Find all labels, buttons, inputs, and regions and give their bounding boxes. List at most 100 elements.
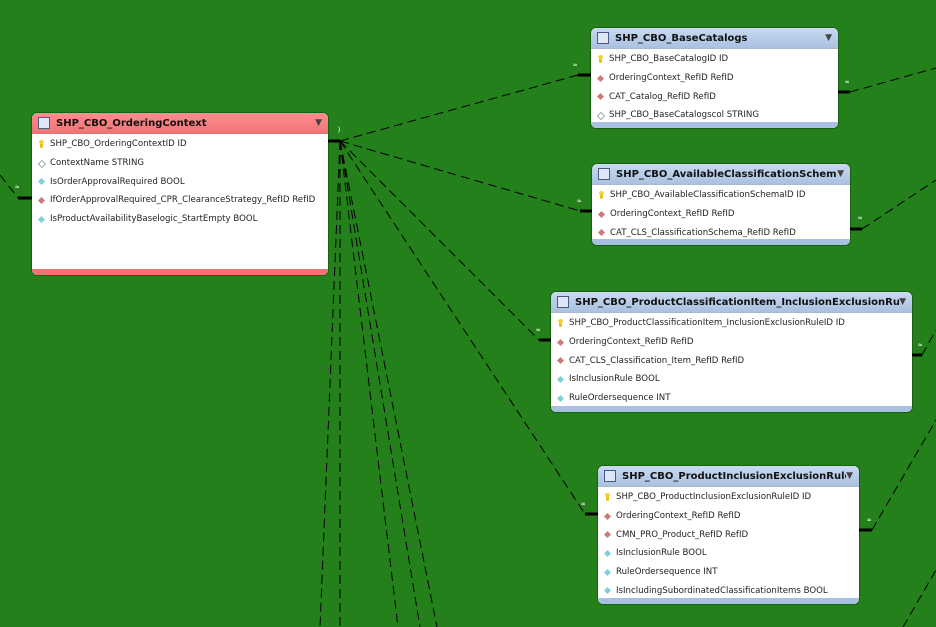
column-diamond-icon (556, 375, 565, 384)
table-product-inclusion-exclusion-rules[interactable]: SHP_CBO_ProductInclusionExclusionRules ▼… (598, 466, 859, 604)
column-row[interactable]: IsInclusionRule BOOL (551, 370, 912, 389)
column-row[interactable]: CAT_CLS_ClassificationSchema_RefID RefID (592, 223, 850, 242)
primary-key-icon (596, 54, 605, 64)
cardinality-mark: ≈ (845, 78, 850, 86)
foreign-key-icon (603, 512, 612, 521)
column-row[interactable]: RuleOrdersequence INT (598, 563, 859, 582)
column-diamond-icon (37, 159, 46, 168)
table-footer (598, 598, 859, 604)
foreign-key-icon (37, 196, 46, 205)
table-title: SHP_CBO_BaseCatalogs (615, 32, 748, 44)
cardinality-mark: ≈ (918, 341, 923, 349)
column-label: RuleOrdersequence INT (616, 567, 718, 578)
column-diamond-icon (603, 586, 612, 595)
table-icon (557, 296, 569, 308)
column-row[interactable]: CAT_Catalog_RefID RefID (591, 87, 838, 106)
foreign-key-icon (597, 210, 606, 219)
column-row[interactable]: OrderingContext_RefID RefID (551, 333, 912, 352)
link-down-5 (339, 140, 438, 627)
column-list: SHP_CBO_BaseCatalogID ID OrderingContext… (591, 49, 838, 125)
column-row[interactable]: OrderingContext_RefID RefID (592, 205, 850, 224)
column-label: OrderingContext_RefID RefID (610, 209, 735, 220)
column-label: SHP_CBO_BaseCatalogID ID (609, 54, 729, 65)
link-right-4 (871, 419, 936, 531)
table-title: SHP_CBO_ProductClassificationItem_Inclus… (575, 296, 900, 308)
collapse-caret-icon[interactable]: ▼ (899, 297, 906, 307)
column-row[interactable]: IsInclusionRule BOOL (598, 544, 859, 563)
cardinality-mark: ≈ (536, 326, 541, 334)
column-row[interactable]: ContextName STRING (32, 154, 328, 173)
foreign-key-icon (596, 74, 605, 83)
link-left-in (0, 174, 19, 199)
table-header[interactable]: SHP_CBO_OrderingContext ▼ (32, 113, 328, 134)
link-down-3 (339, 140, 399, 627)
table-footer (32, 269, 328, 275)
column-label: RuleOrdersequence INT (569, 393, 671, 404)
table-header[interactable]: SHP_CBO_BaseCatalogs ▼ (591, 28, 838, 49)
column-label: CAT_CLS_ClassificationSchema_RefID RefID (610, 227, 796, 238)
column-row[interactable]: SHP_CBO_ProductClassificationItem_Inclus… (551, 314, 912, 333)
column-row[interactable]: IfOrderApprovalRequired_CPR_ClearanceStr… (32, 191, 328, 210)
column-label: OrderingContext_RefID RefID (609, 73, 734, 84)
link-down-4 (339, 140, 421, 627)
column-row[interactable]: SHP_CBO_BaseCatalogscol STRING (591, 106, 838, 125)
foreign-key-icon (556, 338, 565, 347)
table-ordering-context[interactable]: SHP_CBO_OrderingContext ▼ SHP_CBO_Orderi… (32, 113, 328, 275)
link-inclusion-exclusion-rules (339, 140, 586, 515)
table-title: SHP_CBO_AvailableClassificationSchemas (616, 168, 838, 180)
column-row[interactable]: IsIncludingSubordinatedClassificationIte… (598, 581, 859, 600)
cardinality-mark: ) (337, 126, 342, 134)
column-list: SHP_CBO_AvailableClassificationSchemaID … (592, 185, 850, 242)
column-label: IsProductAvailabilityBaselogic_StartEmpt… (50, 214, 258, 225)
table-footer (591, 122, 838, 128)
table-header[interactable]: SHP_CBO_ProductClassificationItem_Inclus… (551, 292, 912, 313)
table-header[interactable]: SHP_CBO_AvailableClassificationSchemas ▼ (592, 164, 850, 185)
table-header[interactable]: SHP_CBO_ProductInclusionExclusionRules ▼ (598, 466, 859, 487)
link-right-5 (902, 569, 936, 627)
column-row[interactable]: SHP_CBO_BaseCatalogID ID (591, 50, 838, 69)
table-title: SHP_CBO_ProductInclusionExclusionRules (622, 470, 847, 482)
collapse-caret-icon[interactable]: ▼ (315, 118, 322, 128)
primary-key-icon (603, 492, 612, 502)
column-row[interactable]: CMN_PRO_Product_RefID RefID (598, 525, 859, 544)
foreign-key-icon (556, 356, 565, 365)
column-list: SHP_CBO_ProductClassificationItem_Inclus… (551, 313, 912, 407)
column-label: ContextName STRING (50, 158, 145, 169)
table-product-classification-item-rules[interactable]: SHP_CBO_ProductClassificationItem_Inclus… (551, 292, 912, 412)
column-label: IsOrderApprovalRequired BOOL (50, 176, 185, 187)
cardinality-mark: ≈ (577, 197, 582, 205)
collapse-caret-icon[interactable]: ▼ (846, 471, 853, 481)
column-diamond-icon (37, 177, 46, 186)
link-right-3 (921, 329, 936, 356)
column-row[interactable]: RuleOrdersequence INT (551, 389, 912, 408)
table-base-catalogs[interactable]: SHP_CBO_BaseCatalogs ▼ SHP_CBO_BaseCatal… (591, 28, 838, 128)
table-icon (598, 168, 610, 180)
column-row[interactable]: SHP_CBO_OrderingContextID ID (32, 135, 328, 154)
column-row[interactable]: OrderingContext_RefID RefID (598, 507, 859, 526)
link-available-schemas (339, 140, 581, 212)
column-label: IfOrderApprovalRequired_CPR_ClearanceStr… (50, 195, 316, 206)
column-row[interactable]: OrderingContext_RefID RefID (591, 69, 838, 88)
column-row[interactable]: SHP_CBO_AvailableClassificationSchemaID … (592, 186, 850, 205)
column-label: IsInclusionRule BOOL (616, 548, 707, 559)
column-row[interactable]: CAT_CLS_Classification_Item_RefID RefID (551, 351, 912, 370)
link-down-1 (319, 140, 341, 627)
column-label: CAT_CLS_Classification_Item_RefID RefID (569, 355, 745, 366)
foreign-key-icon (597, 228, 606, 237)
column-label: SHP_CBO_BaseCatalogscol STRING (609, 110, 760, 121)
collapse-caret-icon[interactable]: ▼ (837, 169, 844, 179)
link-right-1 (849, 67, 936, 93)
column-label: SHP_CBO_OrderingContextID ID (50, 139, 187, 150)
column-row[interactable]: IsOrderApprovalRequired BOOL (32, 172, 328, 191)
collapse-caret-icon[interactable]: ▼ (825, 33, 832, 43)
table-icon (38, 117, 50, 129)
cardinality-mark: ≈ (581, 500, 586, 508)
column-diamond-icon (556, 394, 565, 403)
column-row[interactable]: IsProductAvailabilityBaselogic_StartEmpt… (32, 210, 328, 229)
column-list: SHP_CBO_ProductInclusionExclusionRuleID … (598, 487, 859, 600)
column-label: SHP_CBO_AvailableClassificationSchemaID … (610, 190, 806, 201)
column-list: SHP_CBO_OrderingContextID ID ContextName… (32, 134, 328, 228)
column-row[interactable]: SHP_CBO_ProductInclusionExclusionRuleID … (598, 488, 859, 507)
table-available-classification-schemas[interactable]: SHP_CBO_AvailableClassificationSchemas ▼… (592, 164, 850, 245)
